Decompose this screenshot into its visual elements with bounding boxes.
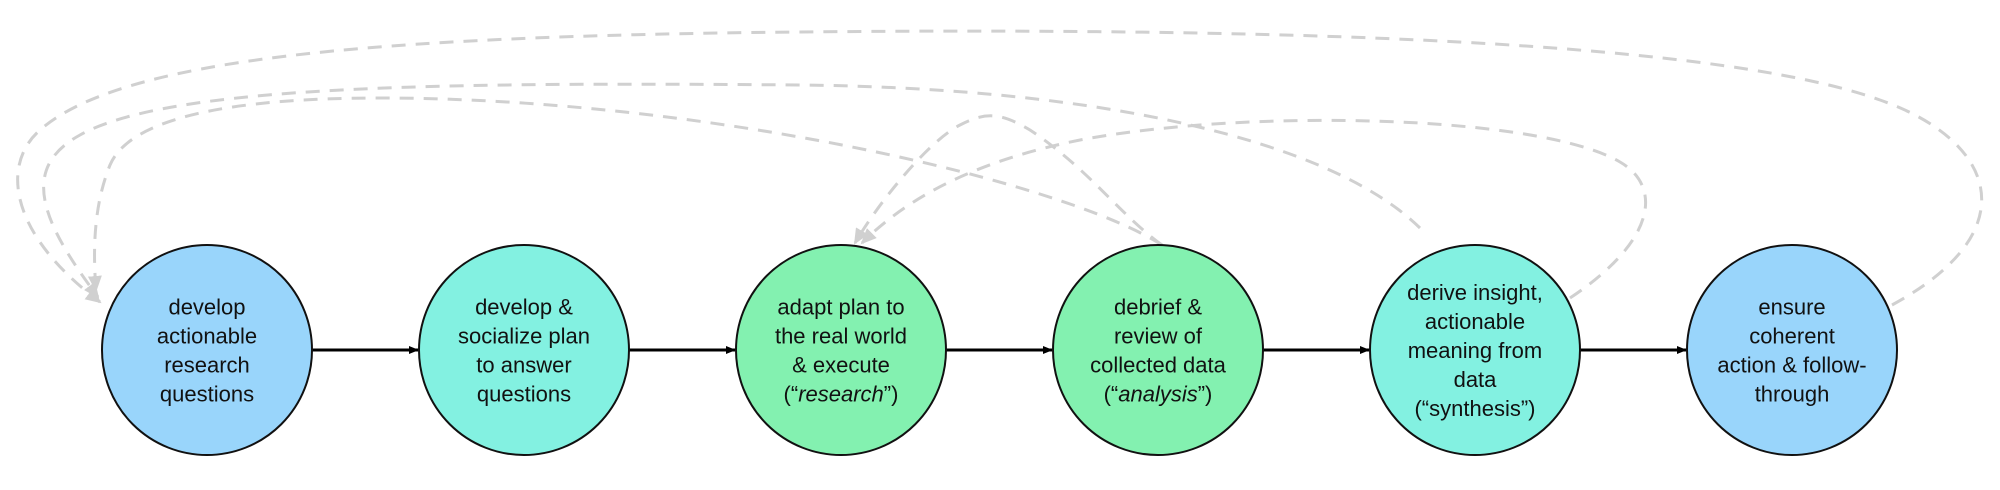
- feedback-edges: [16, 29, 1984, 307]
- node-label-line: (“research”): [784, 382, 899, 407]
- node-label-line: socialize plan: [458, 324, 590, 349]
- feedback-arrow-analysis-to-research: [853, 114, 1163, 247]
- node-synthesis: derive insight, actionable meaning from dat…: [1369, 244, 1581, 456]
- node-label-synthesis: derive insight, actionable meaning from dat…: [1407, 280, 1543, 421]
- node-circle-action: [1686, 244, 1898, 456]
- node-label-line: derive insight,: [1407, 280, 1543, 305]
- node-label-line: coherent: [1749, 324, 1835, 349]
- node-label-action: ensure coherent action & follow-through: [1717, 295, 1866, 407]
- node-label-line: & execute: [792, 353, 890, 378]
- node-label-segment: (“: [784, 382, 799, 407]
- node-label-segment: (“synthesis”): [1414, 396, 1535, 421]
- node-label-line: questions: [477, 382, 571, 407]
- node-label-line: ensure: [1758, 295, 1825, 320]
- node-circle-synthesis: [1369, 244, 1581, 456]
- node-action: ensure coherent action & follow-through: [1686, 244, 1898, 456]
- node-label-line: adapt plan to: [777, 295, 904, 320]
- node-label-segment: adapt plan to: [777, 295, 904, 320]
- node-label-segment: coherent: [1749, 324, 1835, 349]
- node-label-line: to answer: [476, 353, 571, 378]
- node-label-segment: questions: [160, 382, 254, 407]
- feedback-arrow-action-to-questions: [16, 29, 1984, 307]
- feedback-arrow-analysis-to-questions: [87, 96, 1163, 292]
- node-label-segment: review of: [1114, 324, 1203, 349]
- node-label-segment: collected data: [1090, 353, 1227, 378]
- node-label-segment: action & follow-: [1717, 353, 1866, 378]
- node-label-line: develop &: [475, 295, 573, 320]
- node-label-questions: develop actionable research questions: [157, 295, 257, 407]
- node-analysis: debrief & review of collected data (“analys…: [1052, 244, 1264, 456]
- node-label-line: data: [1454, 367, 1498, 392]
- node-label-line: through: [1755, 382, 1830, 407]
- node-label-segment: actionable: [1425, 309, 1525, 334]
- node-label-plan: develop & socialize plan to answer question…: [458, 295, 590, 407]
- node-label-segment: through: [1755, 382, 1830, 407]
- node-research: adapt plan to the real world & execute (“re…: [735, 244, 947, 456]
- node-label-line: collected data: [1090, 353, 1227, 378]
- node-circle-research: [735, 244, 947, 456]
- node-label-analysis: debrief & review of collected data (“analys…: [1090, 295, 1227, 407]
- node-label-segment: ensure: [1758, 295, 1825, 320]
- feedback-arrow-synthesis-to-research: [860, 118, 1648, 300]
- node-label-segment: actionable: [157, 324, 257, 349]
- node-label-segment: meaning from: [1408, 338, 1543, 363]
- node-label-segment: & execute: [792, 353, 890, 378]
- node-questions: develop actionable research questions: [101, 244, 313, 456]
- node-label-segment: socialize plan: [458, 324, 590, 349]
- node-label-emphasis: research: [798, 382, 884, 407]
- node-label-line: action & follow-: [1717, 353, 1866, 378]
- node-label-segment: develop &: [475, 295, 573, 320]
- node-label-line: (“analysis”): [1104, 382, 1213, 407]
- node-circle-plan: [418, 244, 630, 456]
- node-circle-analysis: [1052, 244, 1264, 456]
- node-label-segment: to answer: [476, 353, 571, 378]
- node-label-segment: data: [1454, 367, 1498, 392]
- node-label-research: adapt plan to the real world & execute (“re…: [775, 295, 907, 407]
- node-label-emphasis: analysis: [1118, 382, 1197, 407]
- node-label-segment: derive insight,: [1407, 280, 1543, 305]
- node-label-segment: questions: [477, 382, 571, 407]
- node-label-line: actionable: [157, 324, 257, 349]
- node-label-line: questions: [160, 382, 254, 407]
- node-label-line: debrief &: [1114, 295, 1202, 320]
- node-label-line: actionable: [1425, 309, 1525, 334]
- node-label-segment: debrief &: [1114, 295, 1202, 320]
- node-label-line: research: [164, 353, 250, 378]
- node-circle-questions: [101, 244, 313, 456]
- node-label-segment: (“: [1104, 382, 1119, 407]
- feedback-arrow-synthesis-to-questions: [42, 82, 1422, 299]
- node-label-segment: research: [164, 353, 250, 378]
- node-label-segment: ”): [884, 382, 899, 407]
- node-label-line: meaning from: [1408, 338, 1543, 363]
- node-label-segment: ”): [1198, 382, 1213, 407]
- node-label-line: develop: [168, 295, 245, 320]
- node-label-segment: the real world: [775, 324, 907, 349]
- node-label-line: (“synthesis”): [1414, 396, 1535, 421]
- node-plan: develop & socialize plan to answer question…: [418, 244, 630, 456]
- node-label-line: review of: [1114, 324, 1203, 349]
- node-label-segment: develop: [168, 295, 245, 320]
- node-label-line: the real world: [775, 324, 907, 349]
